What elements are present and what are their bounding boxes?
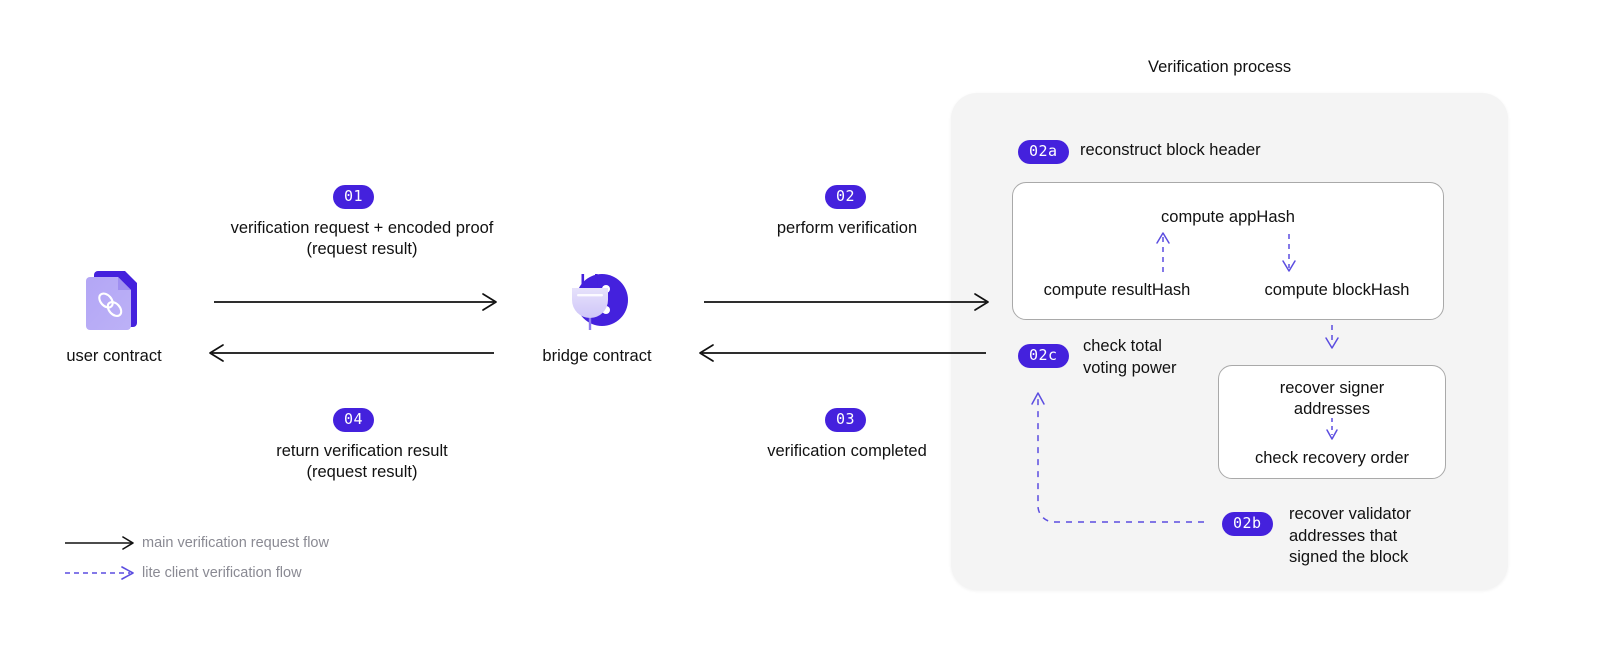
compute-apphash-text: compute appHash <box>1161 208 1295 226</box>
step-02-label: perform verification <box>776 219 918 237</box>
recover-validator-addresses-label: recover validator addresses that signed … <box>1289 505 1411 566</box>
badge-02a: 02a <box>1018 140 1069 164</box>
check-total-voting-power-label: check total voting power <box>1083 337 1177 377</box>
compute-blockhash-text: compute blockHash <box>1264 281 1410 299</box>
step-04-label: return verification result (request resu… <box>276 442 448 481</box>
check-recovery-order-text: check recovery order <box>1254 449 1410 467</box>
compute-resulthash-text: compute resultHash <box>1043 281 1191 299</box>
bridge-contract-node <box>560 266 634 336</box>
badge-04: 04 <box>333 408 375 432</box>
user-contract-caption: user contract <box>66 347 162 365</box>
bridge-contract-caption: bridge contract <box>542 347 652 365</box>
step-03-label: verification completed <box>767 442 927 460</box>
legend-solid-arrow-icon <box>65 536 134 550</box>
user-contract-node <box>78 264 150 336</box>
reconstruct-block-header-label: reconstruct block header <box>1080 141 1261 159</box>
arrow-verification-to-bridge <box>699 344 986 362</box>
arrow-bridge-to-verification <box>704 293 989 311</box>
plug-socket-icon <box>572 274 628 330</box>
step-01-label: verification request + encoded proof (re… <box>230 219 494 258</box>
badge-03: 03 <box>825 408 867 432</box>
verification-process-title: Verification process <box>1148 58 1292 76</box>
recover-signer-addresses-text: recover signer addresses <box>1279 379 1385 418</box>
badge-02c: 02c <box>1018 344 1069 368</box>
document-chain-link-icon <box>86 271 137 330</box>
legend-label-main-flow: main verification request flow <box>142 535 329 551</box>
arrow-bridge-to-user <box>209 344 494 362</box>
badge-02b: 02b <box>1222 512 1273 536</box>
reconstruct-block-header-box <box>1012 182 1444 320</box>
legend <box>60 530 360 590</box>
legend-label-lite-client-flow: lite client verification flow <box>142 565 302 581</box>
badge-02: 02 <box>825 185 867 209</box>
legend-dashed-arrow-icon <box>65 566 134 580</box>
arrow-user-to-bridge <box>214 293 497 311</box>
badge-01: 01 <box>333 185 375 209</box>
